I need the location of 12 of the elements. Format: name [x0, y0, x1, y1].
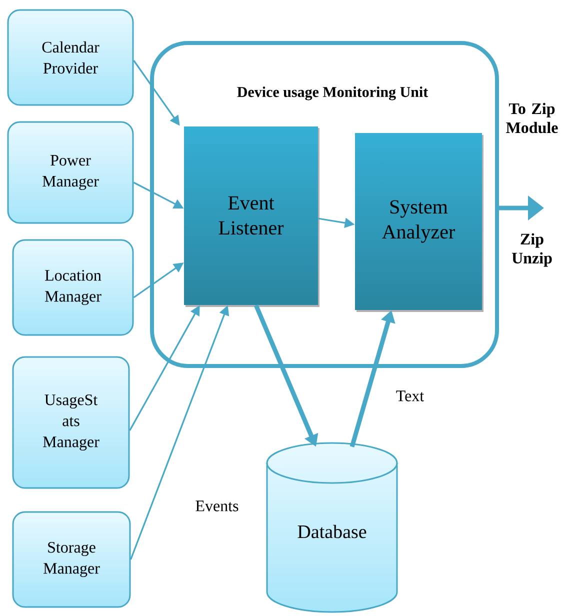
module-box: System Analyzer — [355, 133, 484, 312]
text-label: Zip Unzip — [512, 233, 552, 267]
component-box: Calendar Provider — [7, 9, 134, 106]
edge-label: To Zip Module — [506, 102, 558, 134]
component-box: Storage Manager — [12, 511, 131, 608]
component-box: Location Manager — [12, 239, 134, 336]
text-label: Events — [196, 500, 238, 512]
database-cylinder: Database — [266, 442, 398, 613]
text-label: Text — [396, 390, 424, 402]
module-box: Event Listener — [184, 126, 320, 307]
component-box: Power Manager — [7, 121, 134, 224]
component-box: UsageSt ats Manager — [12, 356, 130, 489]
